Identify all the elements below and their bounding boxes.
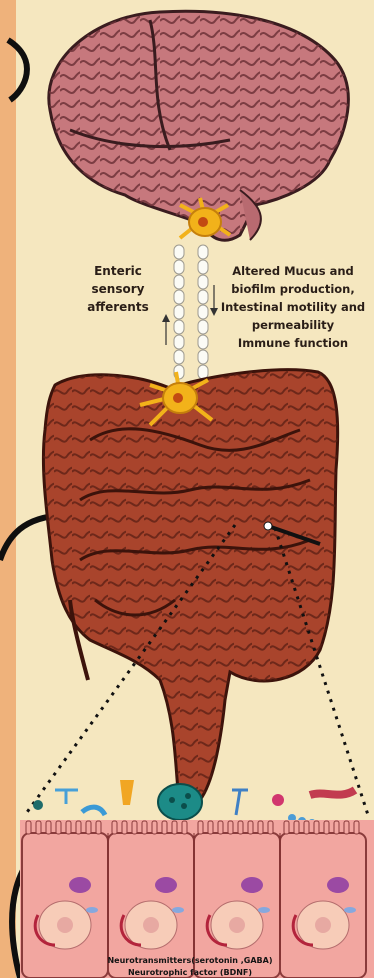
arrow-up-icon <box>162 314 170 345</box>
label-enteric-afferents: Enteric sensory afferents <box>68 262 168 316</box>
label-altered-line1: Altered Mucus and <box>212 262 374 280</box>
label-enteric-line1: Enteric <box>68 262 168 280</box>
label-altered-functions: Altered Mucus and biofilm production, In… <box>212 262 374 352</box>
intestine-illustration <box>43 370 337 806</box>
label-altered-line5: Immune function <box>212 334 374 352</box>
axon-chain-left <box>174 245 184 379</box>
left-border <box>0 0 16 978</box>
probe-tip <box>264 522 272 530</box>
label-altered-line2: biofilm production, <box>212 280 374 298</box>
brain-illustration <box>49 11 349 240</box>
epithelium-illustration <box>20 820 374 978</box>
label-altered-line4: permeability <box>212 316 374 334</box>
label-enteric-line2: sensory <box>68 280 168 298</box>
label-neurotrophic: Neurotrophic factor (BDNF) <box>90 968 290 977</box>
label-enteric-line3: afferents <box>68 298 168 316</box>
axon-chain-right <box>198 245 208 379</box>
label-neurotransmitters: Neurotransmitters(serotonin ,GABA) <box>90 956 290 965</box>
label-altered-line3: Intestinal motility and <box>212 298 374 316</box>
